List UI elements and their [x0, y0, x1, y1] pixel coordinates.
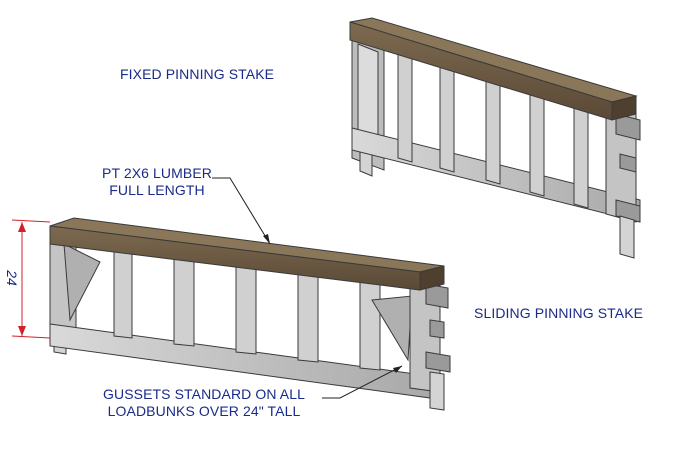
- height-dimension-value: 24: [3, 270, 20, 286]
- sliding-stake-label: SLIDING PINNING STAKE: [474, 305, 644, 321]
- bottom-lumber-end: [419, 265, 445, 291]
- bottom-right-bracket: [425, 283, 449, 309]
- top-right-stake: [619, 215, 635, 259]
- height-dimension: [11, 219, 51, 339]
- bottom-left-gusset: [63, 243, 101, 322]
- bottom-right-stake: [429, 371, 445, 411]
- top-right-bracket: [615, 113, 641, 141]
- top-right-bracket-2: [619, 153, 637, 173]
- gussets-label-line1: GUSSETS STANDARD ON ALL: [103, 386, 305, 402]
- leader-lines: [212, 177, 403, 399]
- top-lumber-end: [611, 95, 637, 121]
- lumber-label-line1: PT 2X6 LUMBER: [102, 165, 212, 181]
- top-loadbunk: [349, 17, 641, 259]
- bottom-right-bracket-3: [425, 351, 451, 373]
- bottom-right-bracket-2: [429, 319, 445, 339]
- top-lumber-face: [349, 21, 613, 121]
- lumber-label: PT 2X6 LUMBER FULL LENGTH: [96, 165, 218, 199]
- gussets-label: GUSSETS STANDARD ON ALL LOADBUNKS OVER 2…: [86, 386, 322, 420]
- fixed-stake-label: FIXED PINNING STAKE: [120, 66, 275, 82]
- lumber-label-line2: FULL LENGTH: [109, 182, 205, 198]
- gussets-label-line2: LOADBUNKS OVER 24" TALL: [107, 403, 301, 419]
- top-verticals: [397, 45, 589, 209]
- bottom-loadbunk: [49, 217, 451, 411]
